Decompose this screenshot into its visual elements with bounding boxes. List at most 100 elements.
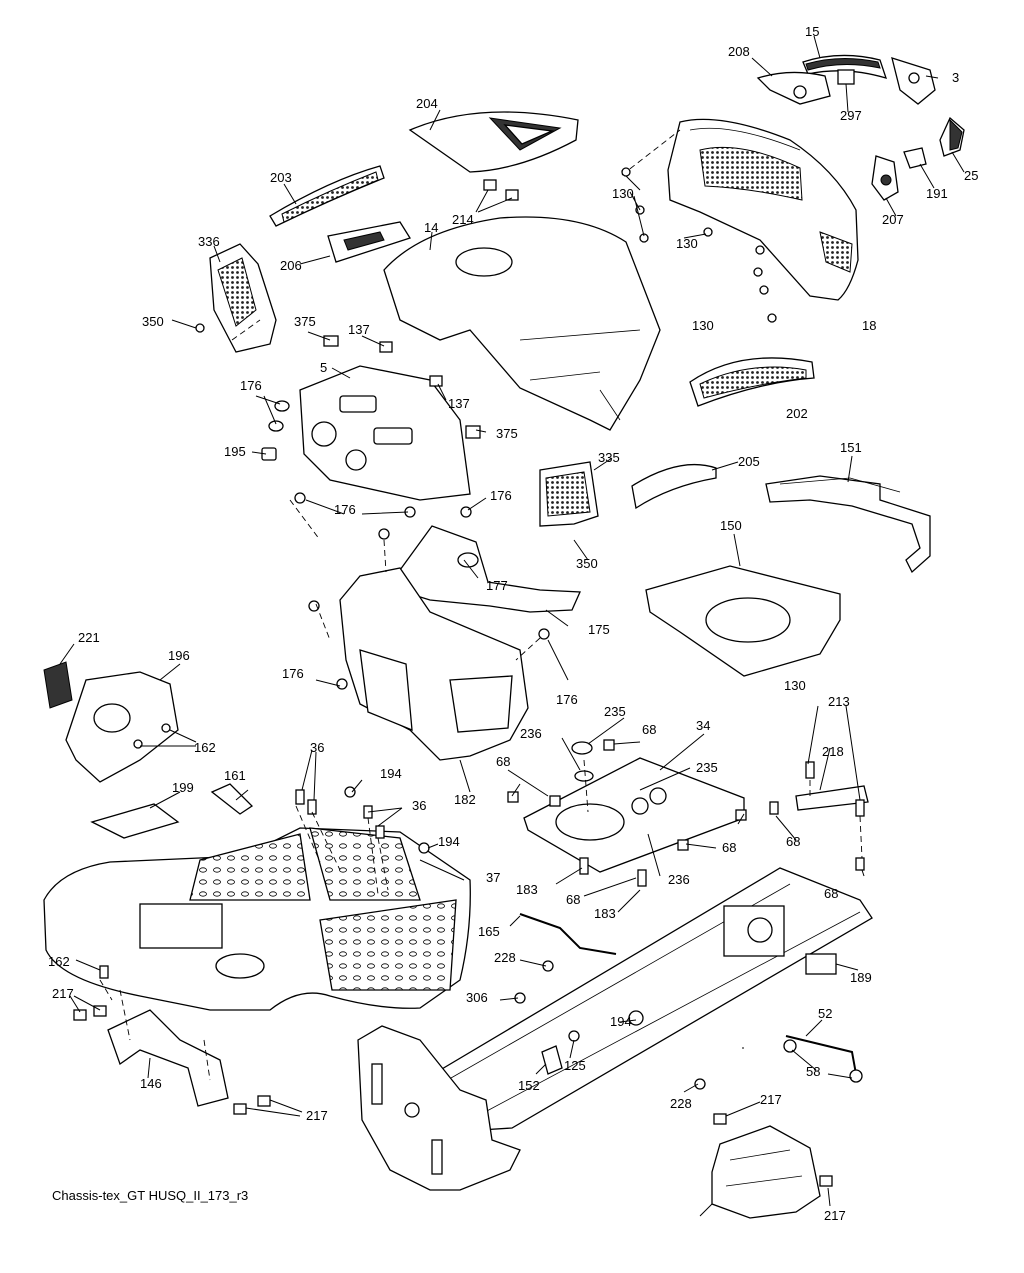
callout-130-d: 130: [784, 678, 806, 693]
part-208-bracket: [756, 71, 831, 105]
callout-36-a: 36: [310, 740, 324, 755]
callout-350-a: 350: [142, 314, 164, 329]
callout-176-b: 176: [490, 488, 512, 503]
callout-196: 196: [168, 648, 190, 663]
callout-37: 37: [486, 870, 500, 885]
callout-52: 58: [806, 1064, 820, 1079]
callout-68-b: 68: [496, 754, 510, 769]
part-151-bracket: [765, 475, 931, 574]
callout-235-b: 235: [696, 760, 718, 775]
callout-25: 25: [964, 168, 978, 183]
callout-68-a: 68: [642, 722, 656, 737]
callout-194-c: 194: [610, 1014, 632, 1029]
callout-375-a: 375: [294, 314, 316, 329]
part-137-clip-b: [429, 375, 443, 387]
callout-15: 15: [805, 24, 819, 39]
callout-183-b: 183: [594, 906, 616, 921]
callout-350-b: 350: [576, 556, 598, 571]
part-221-decal: [43, 661, 73, 709]
callout-34: 34: [696, 718, 710, 733]
callout-189-d: 217: [824, 1208, 846, 1223]
callout-297: 297: [840, 108, 862, 123]
callout-130-b: 130: [676, 236, 698, 251]
callout-228-b: 228: [670, 1096, 692, 1111]
bolts: [73, 723, 865, 1187]
callout-150: 150: [720, 518, 742, 533]
part-375-clip-a: [323, 335, 339, 347]
callout-218: 218: [822, 744, 844, 759]
part-152-bracket: [711, 1125, 821, 1219]
callout-5: 5: [320, 360, 327, 375]
callout-189-a: 217: [52, 986, 74, 1001]
part-150-pan: [645, 565, 841, 677]
part-375-clip-b: [465, 425, 481, 439]
callout-176-a: 176: [240, 378, 262, 393]
callout-194-b: 194: [438, 834, 460, 849]
callout-336: 336: [198, 234, 220, 249]
callout-137-b: 137: [448, 396, 470, 411]
callout-189-b: 217: [760, 1092, 782, 1107]
part-14-shroud: [383, 216, 661, 431]
callout-68-f: 68: [824, 886, 838, 901]
part-15-trim: [802, 54, 888, 79]
callout-125: 152: [518, 1078, 540, 1093]
part-37-platform: [43, 827, 471, 1011]
callout-183-a: 183: [516, 882, 538, 897]
leader-lines: [59, 35, 965, 1217]
callout-130-a: 130: [612, 186, 634, 201]
diagram-caption: Chassis-tex_GT HUSQ_II_173_r3: [52, 1188, 249, 1203]
part-34-plate: [523, 757, 745, 873]
part-336-cover: [195, 243, 277, 353]
callout-335: 335: [598, 450, 620, 465]
part-196-console: [65, 671, 179, 783]
part-204-grille: [408, 111, 579, 173]
part-165-rod: [519, 913, 617, 955]
part-3-cover: [891, 57, 936, 105]
callout-217: 52: [818, 1006, 832, 1021]
callout-146: 125: [564, 1058, 586, 1073]
part-199-plate: [90, 803, 180, 839]
alignment-lines: [99, 319, 863, 1081]
part-205-panel: [631, 463, 717, 510]
callout-175: 175: [588, 622, 610, 637]
part-175-bracket: [399, 525, 581, 613]
part-214-clips: [483, 179, 519, 201]
callout-235-a: 235: [604, 704, 626, 719]
part-25-cover: [939, 116, 965, 157]
callout-182: 182: [454, 792, 476, 807]
callout-161: 161: [224, 768, 246, 783]
callout-151: 151: [840, 440, 862, 455]
callout-36-b: 36: [412, 798, 426, 813]
callout-208: 208: [728, 44, 750, 59]
callout-206: 206: [280, 258, 302, 273]
callout-177: 177: [486, 578, 508, 593]
callout-130-c: 130: [692, 318, 714, 333]
callout-202: 202: [786, 406, 808, 421]
callout-213: 213: [828, 694, 850, 709]
part-235-spacers: [571, 741, 594, 782]
callout-203: 203: [270, 170, 292, 185]
callout-68-d: 68: [786, 834, 800, 849]
callout-68-e: 68: [566, 892, 580, 907]
part-180-frame: [419, 867, 873, 1131]
callout-180: 189: [850, 970, 872, 985]
callout-3: 3: [952, 70, 959, 85]
callout-228-a: 228: [494, 950, 516, 965]
callout-137-a: 137: [348, 322, 370, 337]
callout-189-c: 217: [306, 1108, 328, 1123]
part-18-hood: [621, 118, 859, 301]
part-297-clip: [837, 69, 855, 85]
part-206-panel: [327, 221, 411, 263]
part-137-clip-a: [379, 341, 393, 353]
callout-306: 306: [466, 990, 488, 1005]
screws-130: [621, 167, 777, 323]
callout-191: 191: [926, 186, 948, 201]
callout-214: 214: [452, 212, 474, 227]
callout-204: 204: [416, 96, 438, 111]
callout-236-a: 236: [520, 726, 542, 741]
callout-221: 221: [78, 630, 100, 645]
part-195-plug: [261, 447, 277, 461]
part-176-grommets: [268, 400, 550, 690]
callout-207: 207: [882, 212, 904, 227]
